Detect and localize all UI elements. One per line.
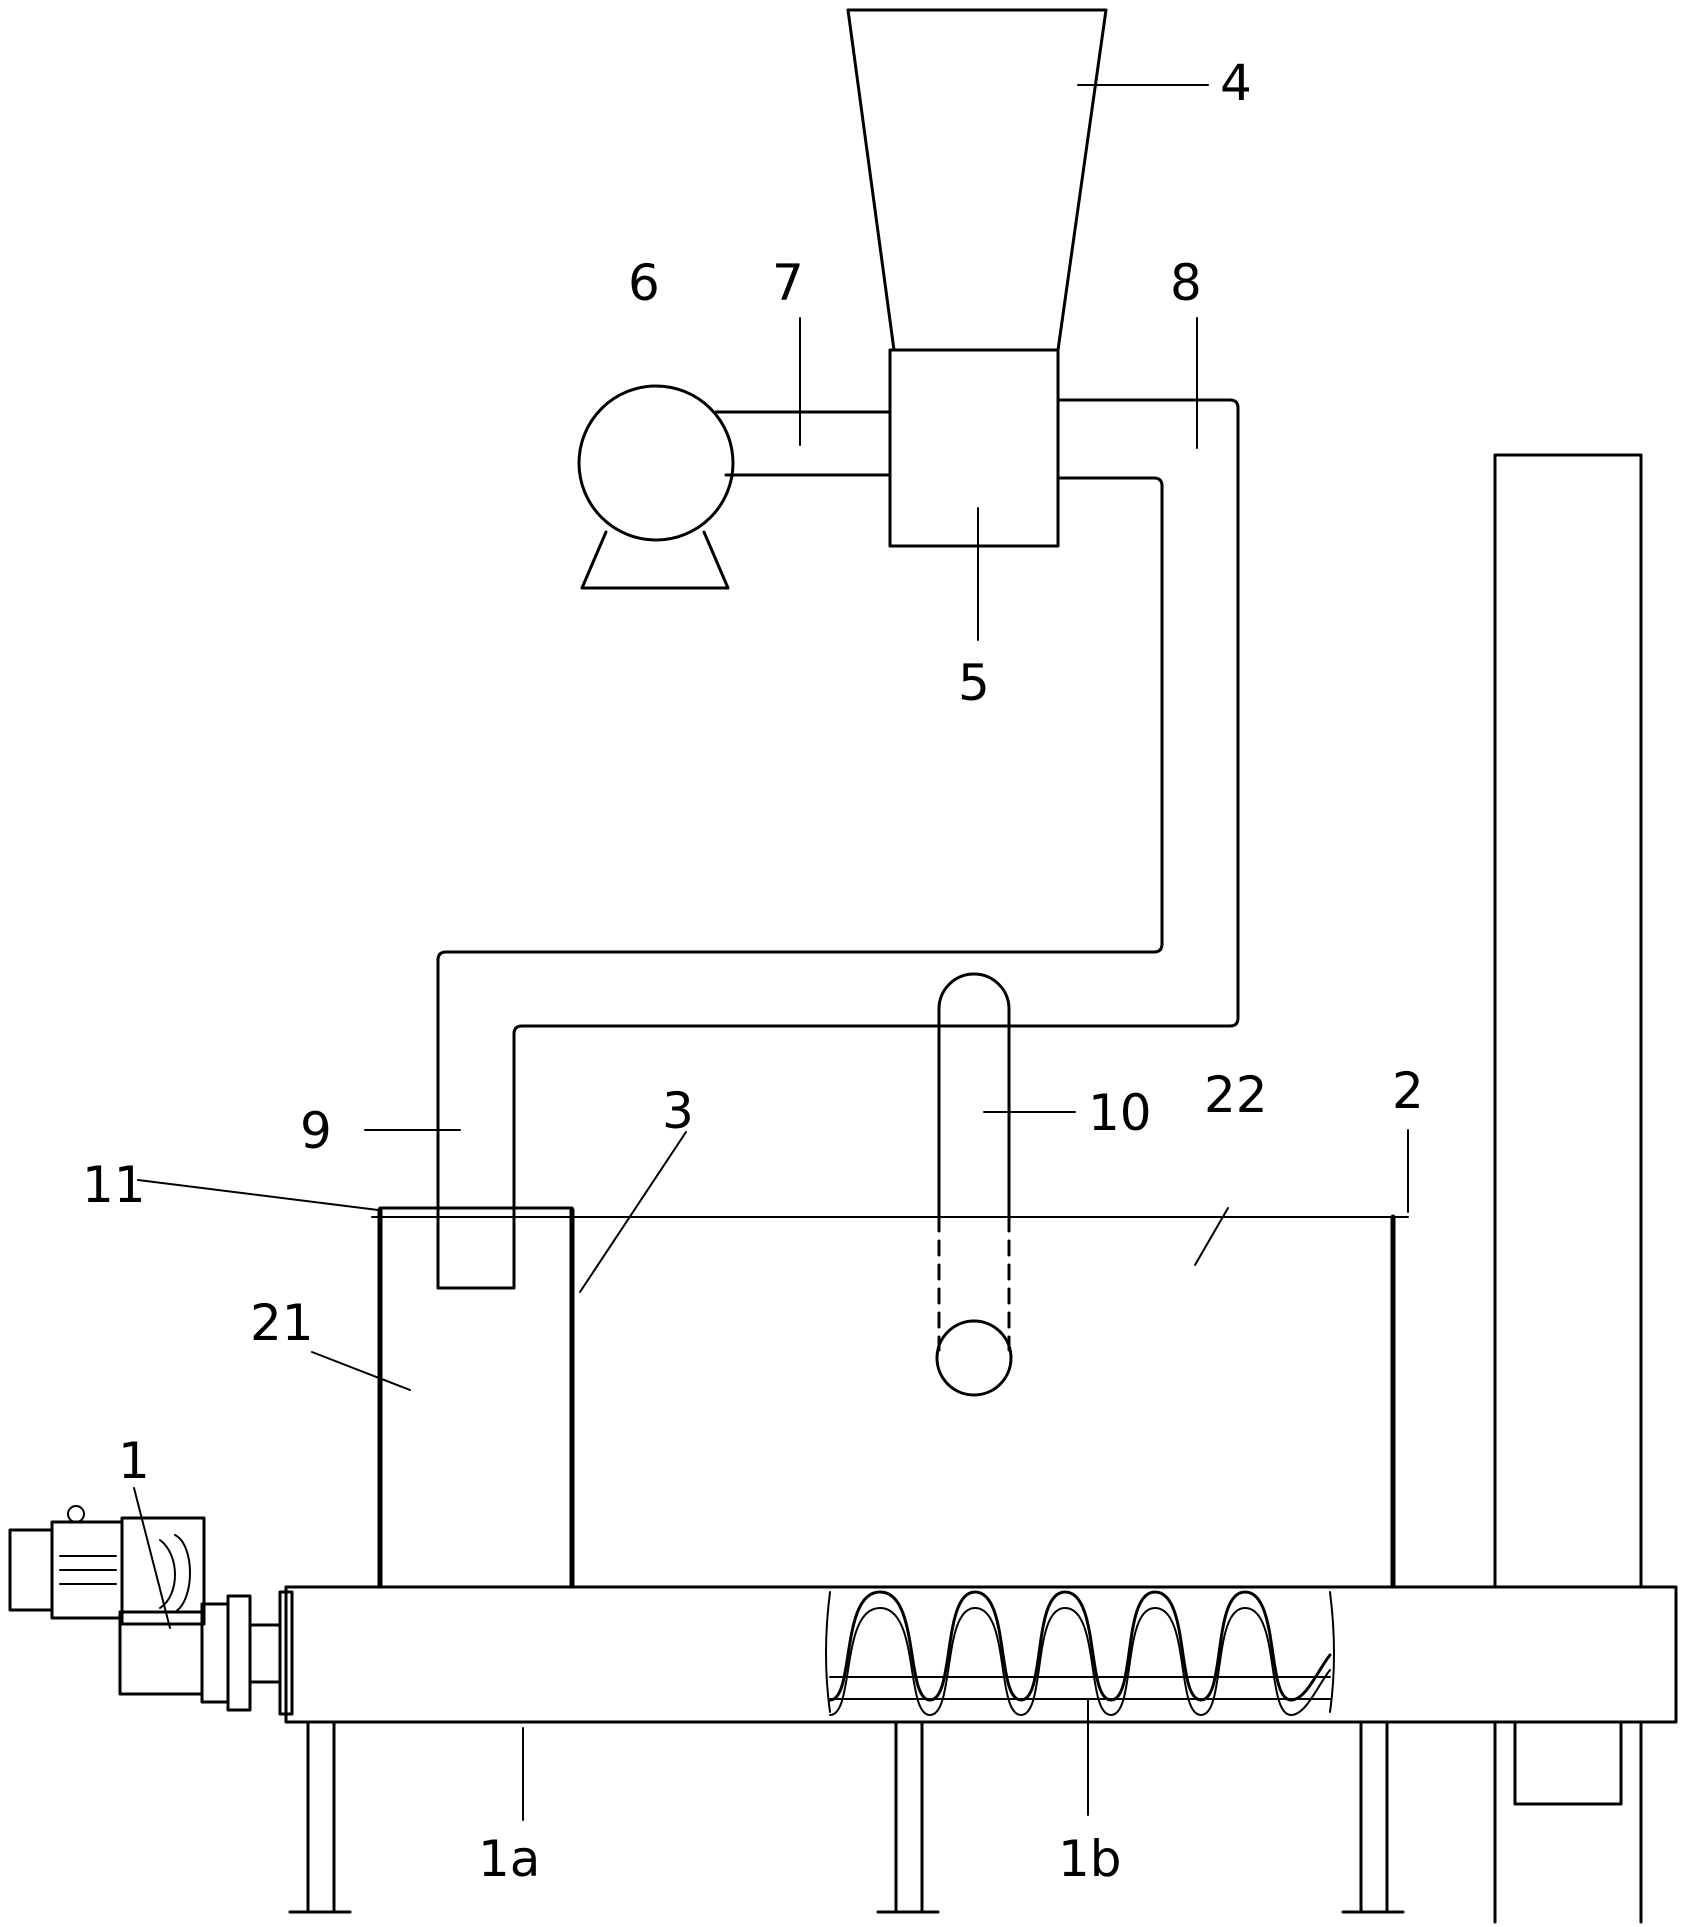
blower-pipe [714,410,892,477]
label-5: 5 [958,654,990,712]
label-3: 3 [662,1082,694,1140]
nozzle [436,1206,516,1290]
leader-lines [133,84,1409,1821]
label-2: 2 [1392,1062,1424,1120]
label-4: 4 [1220,54,1252,112]
label-8: 8 [1170,254,1202,312]
label-7: 7 [772,254,804,312]
motor [8,1505,294,1716]
label-22: 22 [1204,1066,1268,1124]
tank [371,1206,1409,1589]
vertical-pipe [935,972,1013,1397]
right-column [1493,453,1643,1924]
label-6: 6 [628,254,660,312]
label-1: 1 [118,1432,150,1490]
blower [577,384,735,590]
outer-pipe [512,398,1240,1210]
mixing-box [888,348,1060,548]
conveyor-trough [284,1585,1678,1724]
label-1b: 1b [1058,1830,1122,1888]
labels: 4 6 7 8 5 9 3 10 22 2 11 21 1 1a 1b [82,54,1424,1888]
inner-pipe [436,476,1164,1210]
hopper [846,8,1108,352]
label-9: 9 [300,1102,332,1160]
label-21: 21 [250,1294,314,1352]
legs [288,1720,1405,1914]
label-1a: 1a [478,1830,540,1888]
screw [825,1590,1335,1716]
label-11: 11 [82,1156,146,1214]
label-10: 10 [1088,1084,1152,1142]
